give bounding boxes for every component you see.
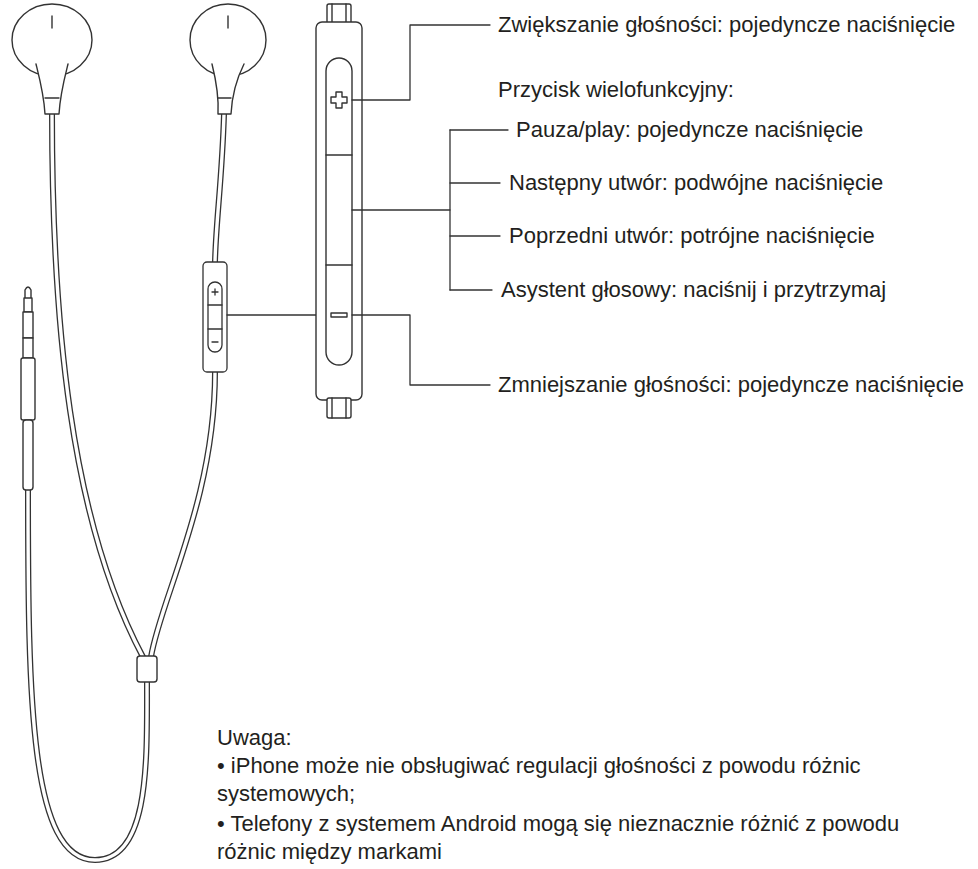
note-heading: Uwaga: — [217, 724, 957, 752]
zoom-line — [227, 314, 316, 315]
leader-line — [352, 25, 508, 385]
cable — [28, 112, 224, 860]
cable-splitter — [137, 656, 157, 682]
function-label: Następny utwór: podwójne naciśnięcie — [509, 169, 883, 197]
earbud — [12, 4, 92, 114]
audio-jack — [21, 287, 35, 490]
function-label: Asystent głosowy: naciśnij i przytrzymaj — [501, 276, 886, 304]
plus-symbol — [331, 92, 347, 108]
remote-enlarged — [316, 4, 362, 418]
function-label: Poprzedni utwór: potrójne naciśnięcie — [509, 222, 875, 250]
group-heading: Przycisk wielofunkcyjny: — [498, 76, 734, 104]
minus-symbol — [331, 313, 347, 317]
callout-label: Zwiększanie głośności: pojedyncze naciśn… — [498, 11, 968, 39]
callout-label: Zmniejszanie głośności: pojedyncze naciś… — [498, 371, 968, 399]
earbud — [190, 4, 266, 114]
inline-remote — [203, 262, 227, 372]
function-label: Pauza/play: pojedyncze naciśnięcie — [516, 116, 863, 144]
note-text: • Telefony z systemem Android mogą się n… — [217, 810, 957, 866]
note-text: • iPhone może nie obsługiwać regulacji g… — [217, 752, 957, 808]
